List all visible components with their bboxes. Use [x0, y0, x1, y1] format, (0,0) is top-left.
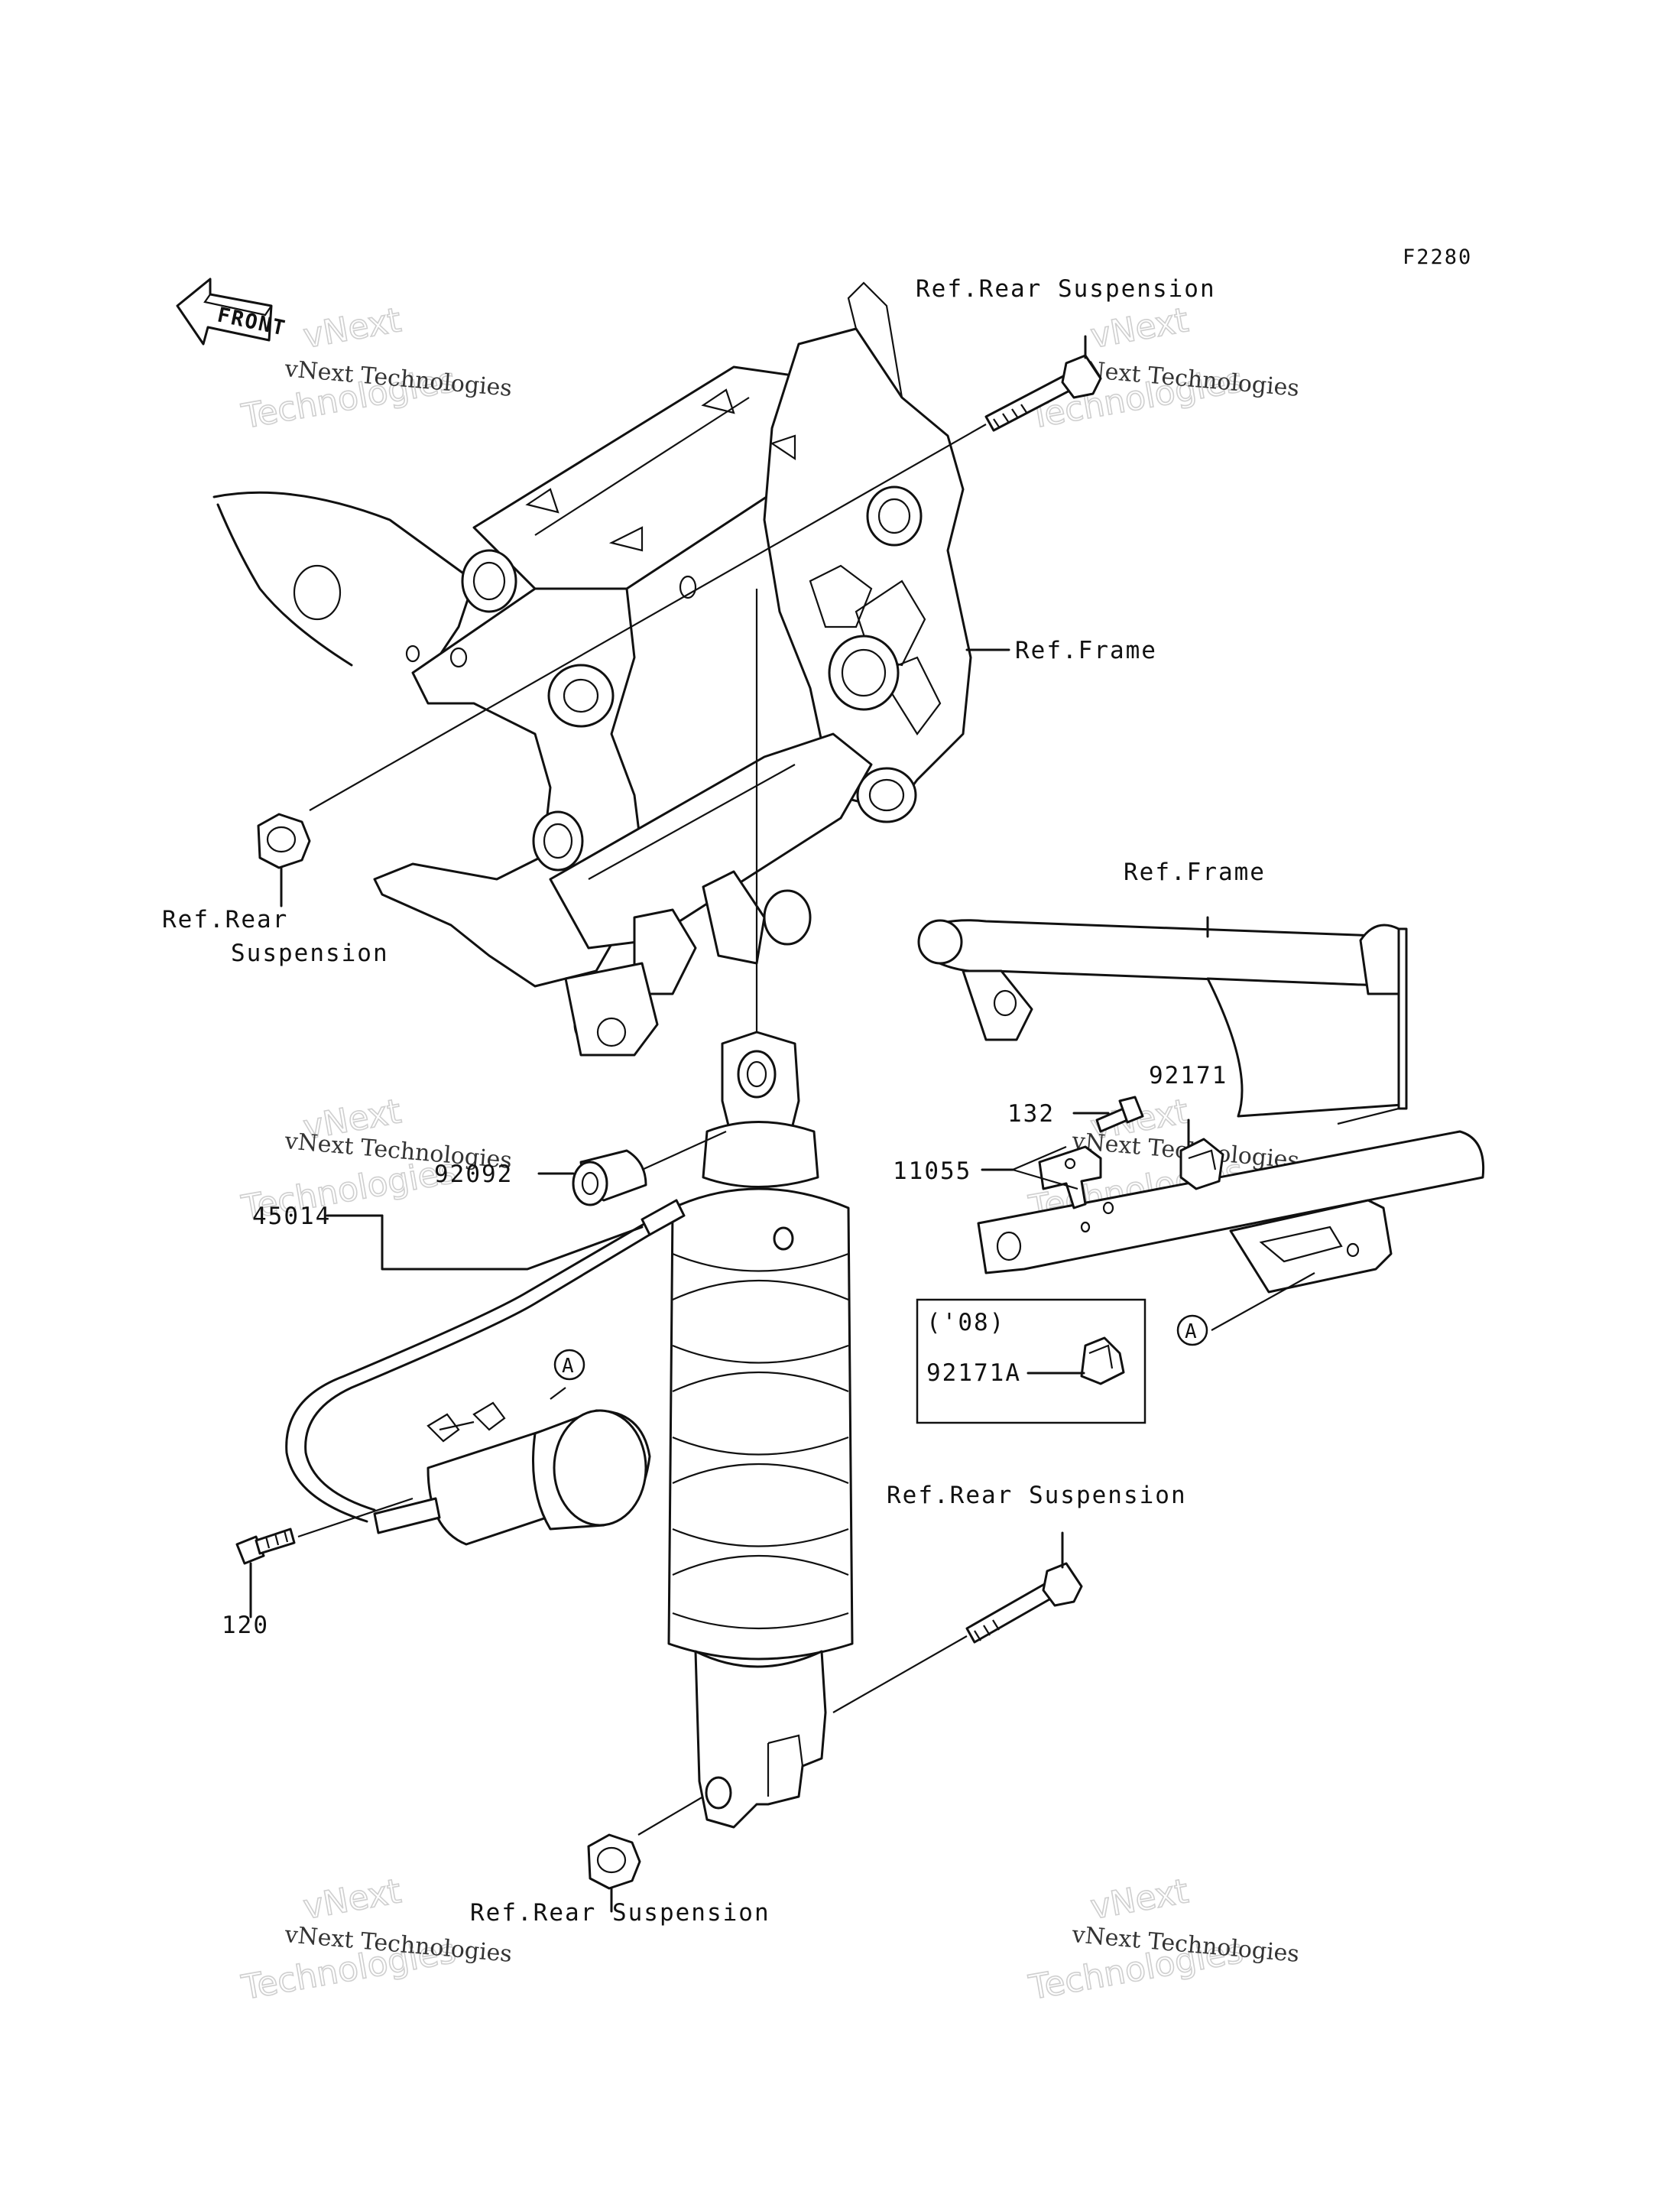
- part-number-92092: 92092: [434, 1161, 513, 1188]
- leader-45014: [381, 1214, 644, 1271]
- lower-mount-bolt: [965, 1531, 1083, 1644]
- bolt-132: [1095, 1096, 1144, 1133]
- leader-reservoir-a: [550, 1387, 566, 1400]
- bushing-92092: [572, 1149, 647, 1206]
- watermark-word-1: vNext: [300, 1872, 404, 1927]
- watermark-bottom-right: vNext Technologies vNext Technologies: [1025, 1871, 1300, 2008]
- upper-mount-nut: [257, 813, 311, 907]
- label-ref-rear-suspension-top: Ref.Rear Suspension: [916, 275, 1216, 303]
- bolt-120: [235, 1528, 296, 1618]
- reservoir-canister: [373, 1401, 651, 1546]
- leader-lower-axis: [832, 1635, 968, 1713]
- leader-11055-fan: [1012, 1145, 1078, 1190]
- leader-bushing: [641, 1130, 727, 1171]
- frame-left-section: [212, 491, 475, 674]
- label-ref-rear-left-line1: Ref.Rear: [162, 906, 288, 933]
- label-ref-rear-suspension-bottom: Ref.Rear Suspension: [470, 1899, 770, 1927]
- callout-a-2-text: A: [1185, 1320, 1198, 1343]
- main-frame: [373, 281, 972, 1057]
- leader-lower-nut: [637, 1796, 704, 1836]
- rear-shock-absorber: [667, 1031, 854, 1829]
- part-number-92171a: 92171A: [926, 1359, 1021, 1387]
- watermark-bottom-left: vNext Technologies vNext Technologies: [238, 1871, 513, 2008]
- label-ref-frame-right: Ref.Frame: [1124, 859, 1266, 886]
- watermark-word-1: vNext: [300, 300, 404, 356]
- bracket-11055: [1038, 1145, 1102, 1209]
- figure-code: F2280: [1403, 245, 1472, 269]
- frame-right-section: [917, 919, 1485, 1294]
- part-number-120: 120: [222, 1612, 269, 1639]
- watermark-word-1: vNext: [1088, 300, 1191, 356]
- callout-a-2: A: [1176, 1314, 1208, 1346]
- part-number-132: 132: [1007, 1100, 1055, 1128]
- part-number-45014: 45014: [252, 1203, 331, 1230]
- inset-year-label: ('08): [926, 1309, 1005, 1336]
- inset-box-2008: [916, 1298, 1146, 1424]
- front-arrow-icon: FRONT: [176, 278, 288, 346]
- reservoir-hose: [285, 1199, 686, 1523]
- callout-a-1: A: [553, 1349, 585, 1381]
- leader-bolt-120: [297, 1497, 414, 1538]
- label-ref-rear-suspension-mid: Ref.Rear Suspension: [887, 1482, 1187, 1509]
- lower-mount-nut: [587, 1833, 641, 1913]
- watermark-word-1: vNext: [1088, 1872, 1191, 1927]
- clamp-92171: [1179, 1138, 1224, 1190]
- upper-mount-bolt: [984, 335, 1102, 432]
- part-number-92171: 92171: [1149, 1062, 1228, 1089]
- leader-callout-a2: [1211, 1272, 1315, 1331]
- label-ref-rear-left-line2: Suspension: [231, 940, 389, 967]
- label-ref-frame-upper: Ref.Frame: [1015, 637, 1157, 664]
- leader-upper-axis: [309, 424, 987, 811]
- part-number-11055: 11055: [893, 1157, 971, 1185]
- callout-a-1-text: A: [562, 1355, 576, 1378]
